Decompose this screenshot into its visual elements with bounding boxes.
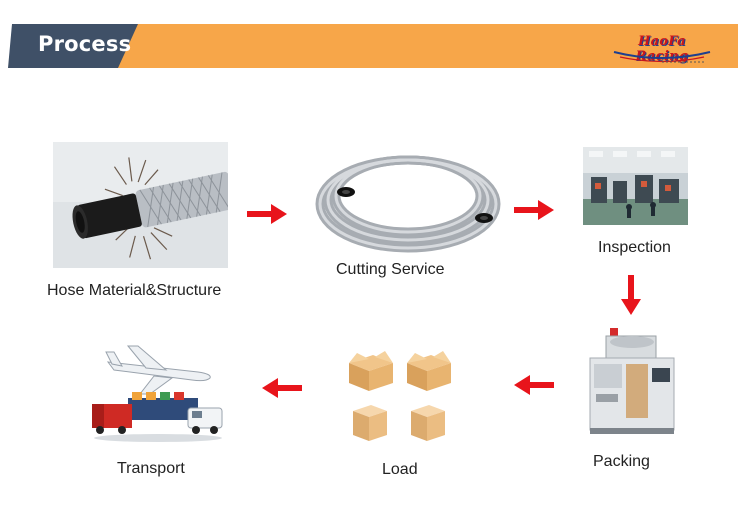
factory-floor-image: [583, 147, 688, 225]
banner-shape: [8, 24, 738, 68]
hose-coil-image: [308, 140, 508, 260]
arrow-down-icon: [621, 275, 641, 315]
arrow-left-icon: [262, 378, 302, 398]
brand-logo: HaoFa Racing: [612, 34, 712, 66]
cardboard-boxes-image: [345, 345, 465, 445]
braided-hose-structure-image: [53, 142, 236, 268]
arrow-right-icon: [514, 200, 554, 220]
step-label-packing: Packing: [593, 453, 650, 470]
packing-machine-image: [580, 328, 684, 436]
process-banner: Process HaoFa Racing: [0, 24, 738, 68]
step-label-load: Load: [382, 461, 418, 478]
arrow-right-icon: [247, 204, 287, 224]
step-label-inspection: Inspection: [598, 239, 671, 256]
page-title: Process: [38, 32, 132, 56]
step-label-hose-material: Hose Material&Structure: [47, 282, 222, 299]
arrow-left-icon: [514, 375, 554, 395]
logo-swoosh-icon: [613, 51, 711, 63]
logo-text: HaoFa Racing: [635, 34, 689, 64]
step-label-cutting-service: Cutting Service: [336, 261, 445, 278]
plane-truck-ship-image: [88, 342, 228, 444]
step-label-transport: Transport: [117, 460, 185, 477]
